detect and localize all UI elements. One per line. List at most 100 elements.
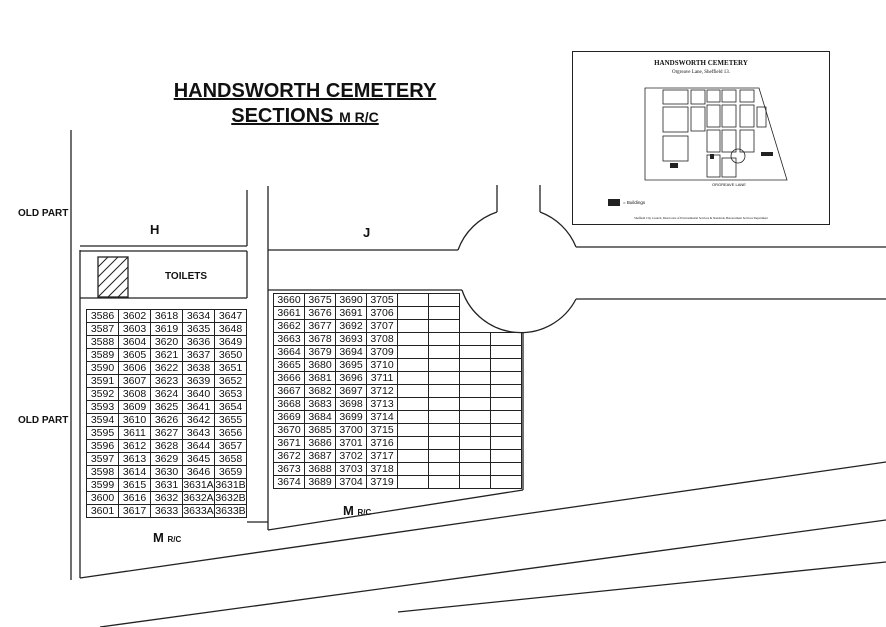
empty-plot-cell bbox=[491, 294, 522, 307]
plot-cell: 3719 bbox=[366, 475, 398, 489]
empty-plot-cell bbox=[459, 449, 491, 463]
inset-title: HANDSWORTH CEMETERY bbox=[654, 59, 748, 67]
plot-cell: 3646 bbox=[182, 465, 215, 479]
plot-cell: 3709 bbox=[366, 345, 398, 359]
empty-plot-cell bbox=[459, 410, 491, 424]
plot-cell: 3593 bbox=[86, 400, 119, 414]
plot-cell: 3616 bbox=[118, 491, 151, 505]
plot-cell: 3623 bbox=[150, 374, 183, 388]
plot-cell: 3608 bbox=[118, 387, 151, 401]
plot-cell: 3613 bbox=[118, 452, 151, 466]
plot-cell: 3614 bbox=[118, 465, 151, 479]
empty-plot-cell bbox=[459, 332, 491, 346]
plot-cell: 3680 bbox=[304, 358, 336, 372]
plot-cell: 3649 bbox=[214, 335, 247, 349]
plot-cell: 3622 bbox=[150, 361, 183, 375]
plot-cell: 3708 bbox=[366, 332, 398, 346]
plot-cell: 3657 bbox=[214, 439, 247, 453]
plot-cell: 3640 bbox=[182, 387, 215, 401]
empty-plot-cell bbox=[397, 449, 429, 463]
plot-cell: 3699 bbox=[335, 410, 367, 424]
empty-plot-cell bbox=[397, 423, 429, 437]
plot-cell: 3625 bbox=[150, 400, 183, 414]
sections-label: SECTIONS bbox=[231, 105, 334, 127]
empty-plot-cell bbox=[490, 384, 522, 398]
plot-cell: 3674 bbox=[273, 475, 305, 489]
empty-plot-cell bbox=[459, 345, 491, 359]
map-subtitle: SECTIONS M R/C bbox=[155, 105, 455, 128]
plot-cell: 3703 bbox=[335, 462, 367, 476]
plot-cell: 3710 bbox=[366, 358, 398, 372]
section-j-label: J bbox=[363, 225, 371, 240]
plot-cell: 3588 bbox=[86, 335, 119, 349]
plot-cell: 3686 bbox=[304, 436, 336, 450]
section-h-label: H bbox=[150, 222, 160, 237]
empty-plot-cell bbox=[397, 332, 429, 346]
plot-cell: 3629 bbox=[150, 452, 183, 466]
empty-plot-cell bbox=[397, 475, 429, 489]
plot-cell: 3673 bbox=[273, 462, 305, 476]
plot-cell: 3634 bbox=[182, 309, 215, 323]
location-inset-map: HANDSWORTH CEMETERY Orgreave Lane, Sheff… bbox=[572, 51, 830, 225]
empty-plot-cell bbox=[460, 294, 491, 307]
plot-cell: 3688 bbox=[304, 462, 336, 476]
plot-cell: 3611 bbox=[118, 426, 151, 440]
plot-cell: 3632 bbox=[150, 491, 183, 505]
empty-plot-cell bbox=[490, 449, 522, 463]
plot-cell: 3633A bbox=[182, 504, 215, 518]
map-title: HANDSWORTH CEMETERY bbox=[173, 80, 437, 102]
plot-cell: 3662 bbox=[273, 319, 305, 333]
empty-plot-cell bbox=[397, 358, 429, 372]
plot-cell: 3626 bbox=[150, 413, 183, 427]
plot-cell: 3698 bbox=[335, 397, 367, 411]
plot-cell: 3707 bbox=[366, 319, 398, 333]
empty-plot-cell bbox=[428, 410, 460, 424]
empty-plot-cell bbox=[459, 462, 491, 476]
plot-cell: 3697 bbox=[335, 384, 367, 398]
empty-plot-cell bbox=[490, 436, 522, 450]
plot-cell: 3607 bbox=[118, 374, 151, 388]
plot-cell: 3586 bbox=[86, 309, 119, 323]
plot-cell: 3704 bbox=[335, 475, 367, 489]
plot-cell: 3605 bbox=[118, 348, 151, 362]
empty-plot-cell bbox=[397, 319, 429, 333]
empty-plot-cell bbox=[459, 423, 491, 437]
plot-cell: 3694 bbox=[335, 345, 367, 359]
empty-plot-cell bbox=[428, 293, 460, 307]
plot-cell: 3637 bbox=[182, 348, 215, 362]
plot-cell: 3631 bbox=[150, 478, 183, 492]
empty-plot-cell bbox=[490, 462, 522, 476]
plot-cell: 3627 bbox=[150, 426, 183, 440]
plot-cell: 3653 bbox=[214, 387, 247, 401]
plot-cell: 3644 bbox=[182, 439, 215, 453]
empty-plot-cell bbox=[490, 371, 522, 385]
empty-plot-cell bbox=[460, 307, 491, 320]
empty-plot-cell bbox=[428, 371, 460, 385]
plot-cell: 3671 bbox=[273, 436, 305, 450]
plot-cell: 3684 bbox=[304, 410, 336, 424]
inset-subtitle: Orgreave Lane, Sheffield 13. bbox=[672, 70, 730, 75]
plot-cell: 3612 bbox=[118, 439, 151, 453]
plot-cell: 3705 bbox=[366, 293, 398, 307]
empty-plot-cell bbox=[397, 293, 429, 307]
plot-cell: 3702 bbox=[335, 449, 367, 463]
plot-cell: 3695 bbox=[335, 358, 367, 372]
plot-cell: 3631A bbox=[182, 478, 215, 492]
empty-plot-cell bbox=[490, 475, 522, 489]
plot-cell: 3631B bbox=[214, 478, 247, 492]
plot-cell: 3678 bbox=[304, 332, 336, 346]
empty-plot-cell bbox=[459, 384, 491, 398]
plot-cell: 3693 bbox=[335, 332, 367, 346]
plot-cell: 3630 bbox=[150, 465, 183, 479]
